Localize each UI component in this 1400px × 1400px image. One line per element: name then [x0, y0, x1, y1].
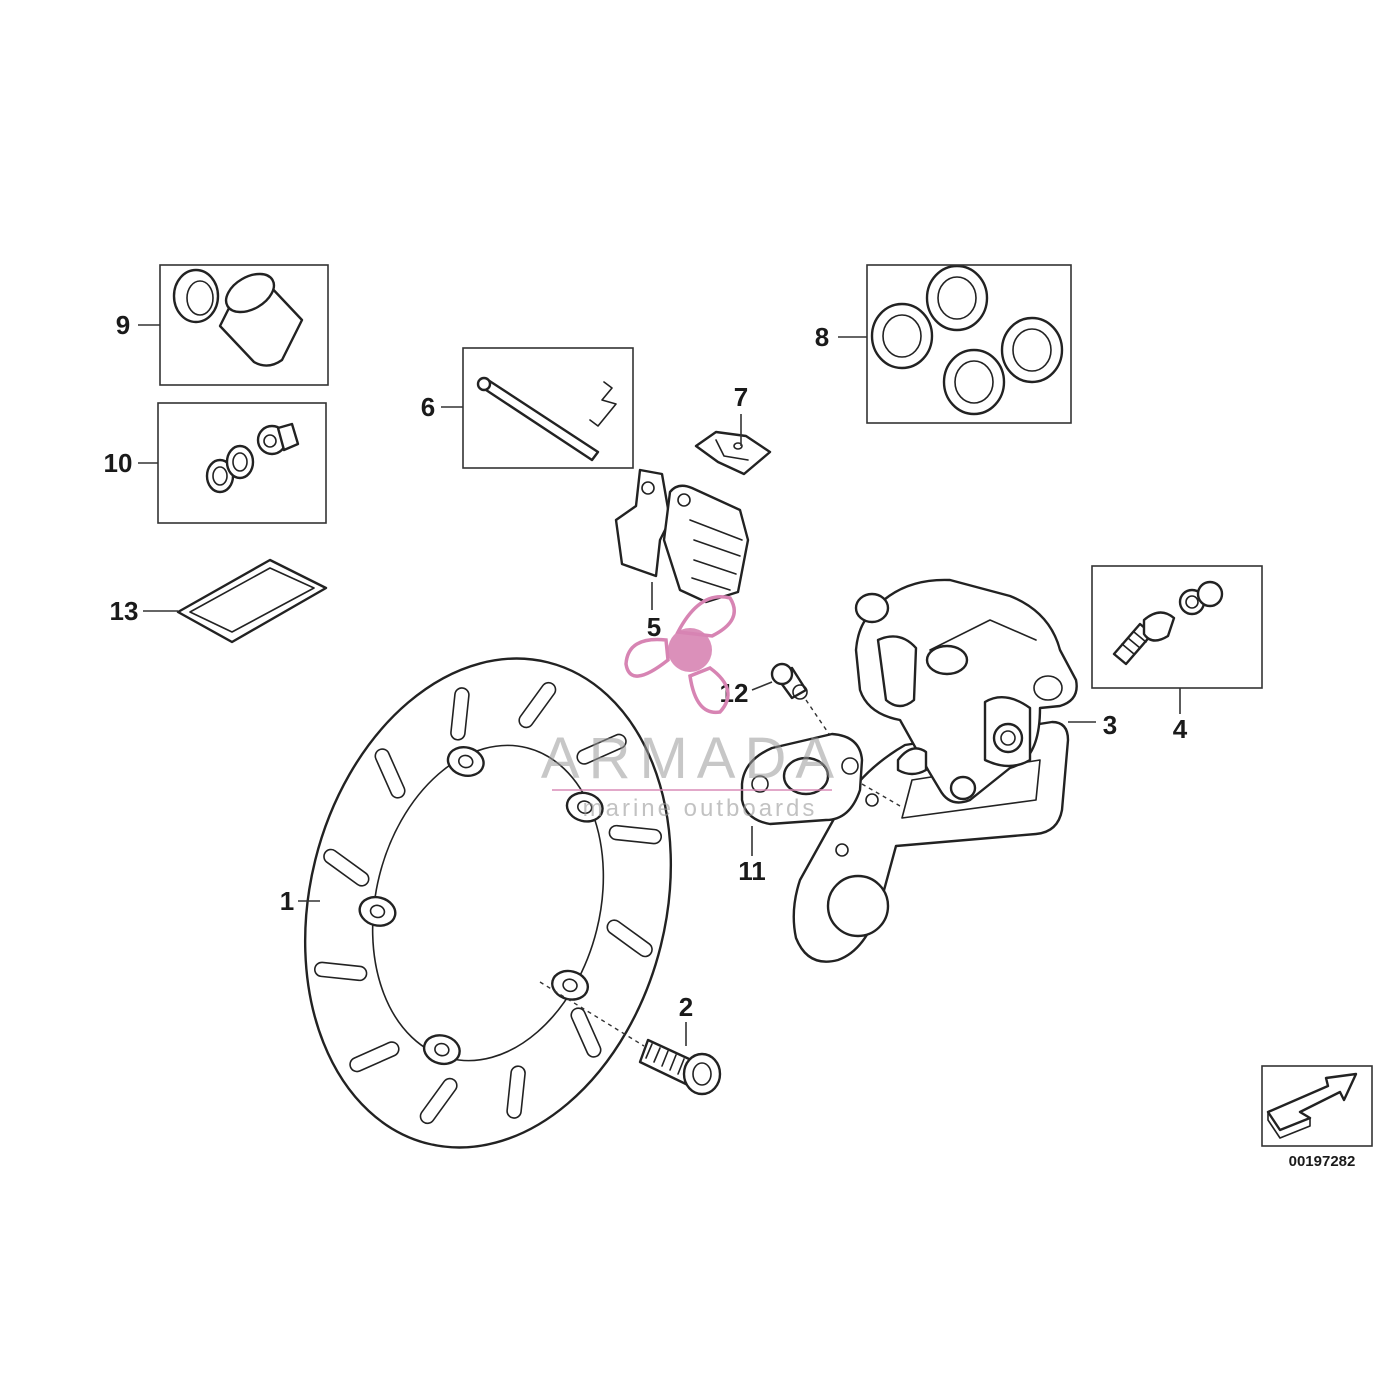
- disc-slot: [323, 848, 370, 887]
- disc-slot: [349, 1041, 400, 1073]
- callout-1: 1: [280, 886, 294, 916]
- bleeder-seals: [205, 422, 300, 494]
- disc-slot: [608, 824, 663, 845]
- seal-rings: [870, 264, 1064, 416]
- kit-box-8: [866, 264, 1072, 424]
- disc-bolt-hole: [369, 904, 386, 919]
- grease-pack: [176, 558, 328, 644]
- disc-slot: [450, 687, 470, 741]
- piston-kit: [172, 268, 304, 367]
- callout-8: 8: [815, 322, 829, 352]
- pad-pin-kit: [476, 376, 617, 462]
- disc-slot: [313, 961, 368, 982]
- disc-mounting-lug: [358, 895, 397, 927]
- document-number: 00197282: [1289, 1153, 1356, 1170]
- brake-caliper: [854, 578, 1078, 804]
- callout-11: 11: [738, 856, 766, 886]
- disc-bolt-hole: [458, 754, 474, 769]
- watermark-title: ARMADA: [541, 726, 843, 791]
- disc-slot: [570, 1007, 602, 1058]
- callout-10: 10: [104, 448, 133, 478]
- caliper-carrier-bracket: [792, 720, 1070, 963]
- disc-slot: [419, 1077, 458, 1125]
- disc-slot: [506, 1065, 526, 1119]
- callout-2: 2: [679, 992, 693, 1022]
- callout-6: 6: [421, 392, 435, 422]
- disc-bolt-hole: [434, 1042, 450, 1057]
- callout-5: 5: [647, 612, 661, 642]
- callout-4: 4: [1173, 714, 1188, 744]
- watermark-subtitle: marine outboards: [583, 795, 818, 822]
- kit-box-6: [462, 347, 634, 469]
- disc-slot: [576, 733, 627, 765]
- adapter-bolt: [770, 662, 808, 700]
- callout-labels: 9 10 13 6 7 8 5 12 3 4 11 1 2: [104, 310, 1188, 1022]
- disc-mounting-lug: [422, 1034, 461, 1066]
- adapter-plate: [740, 732, 864, 826]
- brake-disc: [303, 657, 673, 1149]
- disc-bolt-hole: [562, 978, 578, 993]
- propeller-logo: [624, 595, 736, 715]
- callout-9: 9: [116, 310, 130, 340]
- disc-slot: [518, 681, 557, 729]
- disc-slot: [606, 919, 653, 958]
- disc-bolt-hole: [577, 800, 593, 815]
- disc-mounting-lug: [446, 746, 485, 777]
- orientation-arrow: [1261, 1065, 1373, 1147]
- leader-lines: [138, 324, 1181, 1046]
- kit-box-4: [1091, 565, 1263, 689]
- disc-bolt: [638, 1038, 722, 1096]
- anti-rattle-spring: [694, 430, 772, 476]
- brake-pads: [614, 468, 750, 604]
- disc-mounting-lug: [551, 969, 590, 1001]
- bleeder-valve: [1112, 580, 1224, 666]
- watermark: ARMADA marine outboards: [541, 595, 843, 822]
- callout-3: 3: [1103, 710, 1117, 740]
- disc-slot: [374, 748, 406, 799]
- callout-7: 7: [734, 382, 748, 412]
- callout-13: 13: [110, 596, 139, 626]
- disc-mounting-lug: [565, 791, 604, 823]
